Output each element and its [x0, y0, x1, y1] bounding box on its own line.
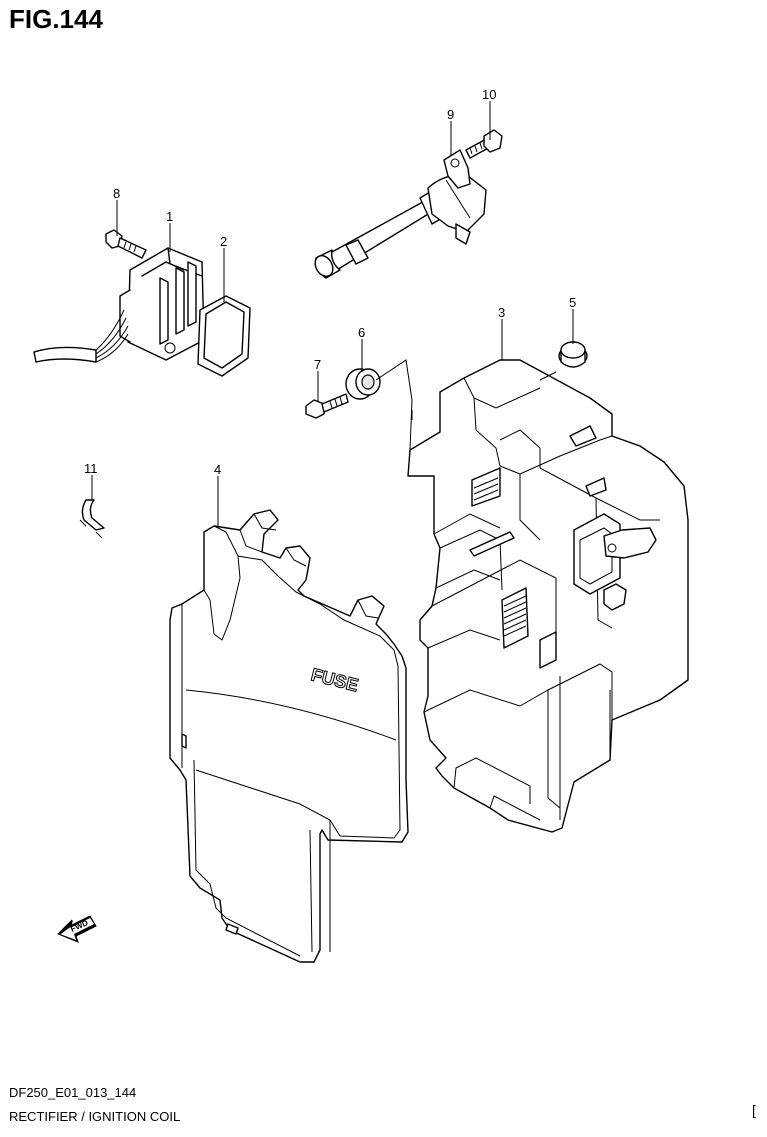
- figure-title: FIG.144: [9, 4, 103, 34]
- callout-2: 2: [220, 234, 227, 249]
- callouts: 1 2 3 4 5 6 7 8 9 10 11: [84, 87, 576, 477]
- callout-8: 8: [113, 186, 120, 201]
- callout-1: 1: [166, 209, 173, 224]
- leader-lines: [91, 101, 574, 526]
- section-name: RECTIFIER / IGNITION COIL: [9, 1109, 181, 1124]
- callout-6: 6: [358, 325, 365, 340]
- callout-4: 4: [214, 462, 221, 477]
- fwd-arrow-icon: [57, 915, 97, 943]
- callout-10: 10: [482, 87, 496, 102]
- bolt-8-part[interactable]: [105, 229, 147, 259]
- model-code: DF250_E01_013_144: [9, 1085, 137, 1100]
- rectifier-part[interactable]: [33, 247, 205, 363]
- edge-mark: [: [752, 1102, 756, 1118]
- bolt-7-part[interactable]: [305, 393, 349, 419]
- callout-7: 7: [314, 357, 321, 372]
- callout-5: 5: [569, 295, 576, 310]
- box-cover-part[interactable]: [169, 509, 409, 963]
- bolt-10-part[interactable]: [465, 129, 503, 159]
- electrical-box-part[interactable]: [407, 359, 689, 833]
- cap-part[interactable]: [558, 341, 588, 368]
- callout-3: 3: [498, 305, 505, 320]
- callout-9: 9: [447, 107, 454, 122]
- gasket-part[interactable]: [197, 295, 251, 377]
- ignition-coil-part[interactable]: [312, 149, 487, 280]
- grommet-part[interactable]: [345, 368, 381, 400]
- clamp-part[interactable]: [79, 499, 105, 539]
- callout-11: 11: [84, 461, 98, 476]
